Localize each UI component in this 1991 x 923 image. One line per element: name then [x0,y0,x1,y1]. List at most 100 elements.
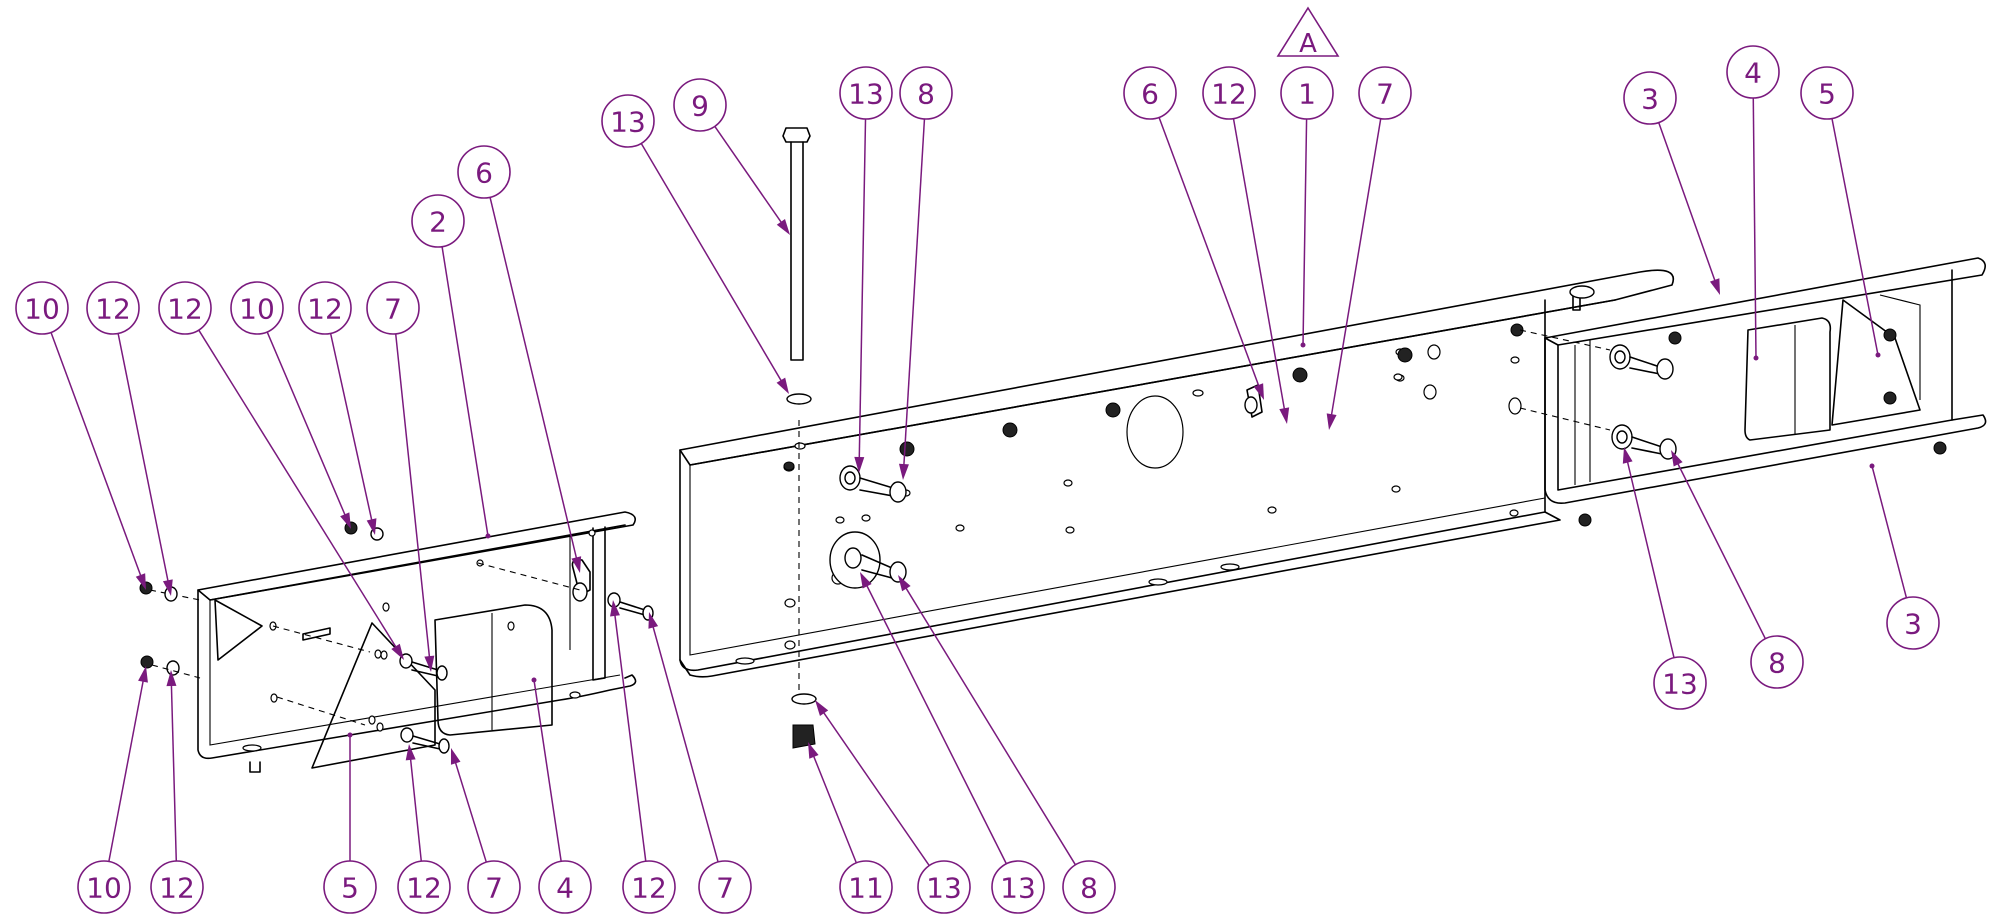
leader-arrowhead [854,456,865,473]
balloon-callout: 11 [808,742,893,914]
balloon-circle [601,94,655,148]
leader-arrowhead [571,556,582,573]
balloon-number: 4 [1744,57,1762,90]
balloon-callout: 12 [1202,66,1290,424]
balloon-number: 13 [926,872,962,905]
balloon-circle [1750,635,1804,689]
balloon-number: 9 [691,90,709,123]
leader-dot [1869,463,1875,469]
leader-dot [485,533,491,539]
balloon-number: 3 [1904,608,1922,641]
balloon-number: 12 [631,872,667,905]
leader-line [198,329,398,649]
leader-line [714,125,783,224]
right-end-bracket [1508,257,1987,527]
balloon-circle [467,860,521,914]
balloon-callout: 12 [150,670,204,914]
balloon-circle [673,78,727,132]
leader-arrowhead [162,579,173,596]
leader-line [652,625,719,863]
balloon-callout: 10 [230,281,351,529]
leader-dot [531,677,537,683]
balloon-circle [538,860,592,914]
leader-line [1831,118,1879,356]
leader-line [489,197,578,560]
balloon-number: 8 [1768,647,1786,680]
leader-line [266,331,347,517]
leader-line [170,683,178,862]
balloon-number: 3 [1641,83,1659,116]
leader-line [394,333,431,659]
leader-arrowhead [391,643,404,660]
leader-line [1871,465,1908,599]
balloon-callout: 13 [601,94,789,394]
balloon-callout: 8 [898,575,1116,914]
leader-arrowhead [424,655,435,672]
balloon-callout: 4 [531,677,592,914]
balloon-number: 12 [95,293,131,326]
leader-dot [347,732,353,738]
balloon-callout: 7 [1326,66,1412,430]
balloon-callout: 3 [1869,463,1940,650]
leader-line [1302,118,1308,346]
balloon-callout: 9 [673,78,790,235]
balloon-callout: 7 [648,612,752,914]
leader-line [1158,117,1260,388]
balloon-circle [622,860,676,914]
balloon-circle [230,281,284,335]
balloon-number: 6 [475,157,493,190]
balloon-callout: 12 [610,600,676,914]
balloon-callout: 12 [397,744,451,914]
leader-line [1232,118,1286,411]
balloon-circle [397,860,451,914]
leader-arrowhead [1671,450,1683,467]
balloon-callout: 5 [323,732,377,914]
balloon-circle [1358,66,1412,120]
balloon-callout: 7 [450,748,521,914]
leader-line [409,757,423,862]
leader-arrowhead [450,748,461,765]
leader-arrowhead [166,670,177,687]
balloon-circle [839,860,893,914]
leader-arrowhead [1253,383,1264,400]
leader-line [613,613,647,862]
leader-line [1330,118,1382,417]
leader-dot [1875,352,1881,358]
balloon-callout: 2 [411,194,491,539]
balloon-circle [1123,66,1177,120]
balloon-callout: 6 [457,145,582,573]
balloon-circle [150,860,204,914]
balloon-callout: 13 [815,700,971,914]
leader-line [1626,460,1675,658]
leader-arrowhead [405,744,416,761]
leader-arrowhead [860,572,872,589]
balloon-number: 10 [239,293,275,326]
balloon-callout: 3 [1623,71,1720,295]
balloon-circle [839,66,893,120]
balloon-callout: 12 [158,281,404,660]
balloon-circle [1800,66,1854,120]
leader-line [50,332,142,578]
balloon-circle [86,281,140,335]
balloon-number: 7 [384,293,402,326]
leader-line [454,761,488,863]
leader-line [858,118,867,460]
balloon-number: 10 [86,872,122,905]
balloon-circle [899,66,953,120]
leader-line [1752,97,1757,359]
leader-line [441,246,489,537]
balloon-circle [991,860,1045,914]
balloon-callout: 5 [1800,66,1881,358]
balloon-callout: 4 [1726,45,1780,361]
balloon-circle [917,860,971,914]
balloon-circle [457,145,511,199]
balloon-circle [411,194,465,248]
leader-arrowhead [340,512,351,529]
balloon-number: 5 [1818,78,1836,111]
balloon-number: 5 [341,872,359,905]
leader-arrowhead [776,377,789,394]
leader-line [903,118,926,467]
leader-dot [1300,342,1306,348]
